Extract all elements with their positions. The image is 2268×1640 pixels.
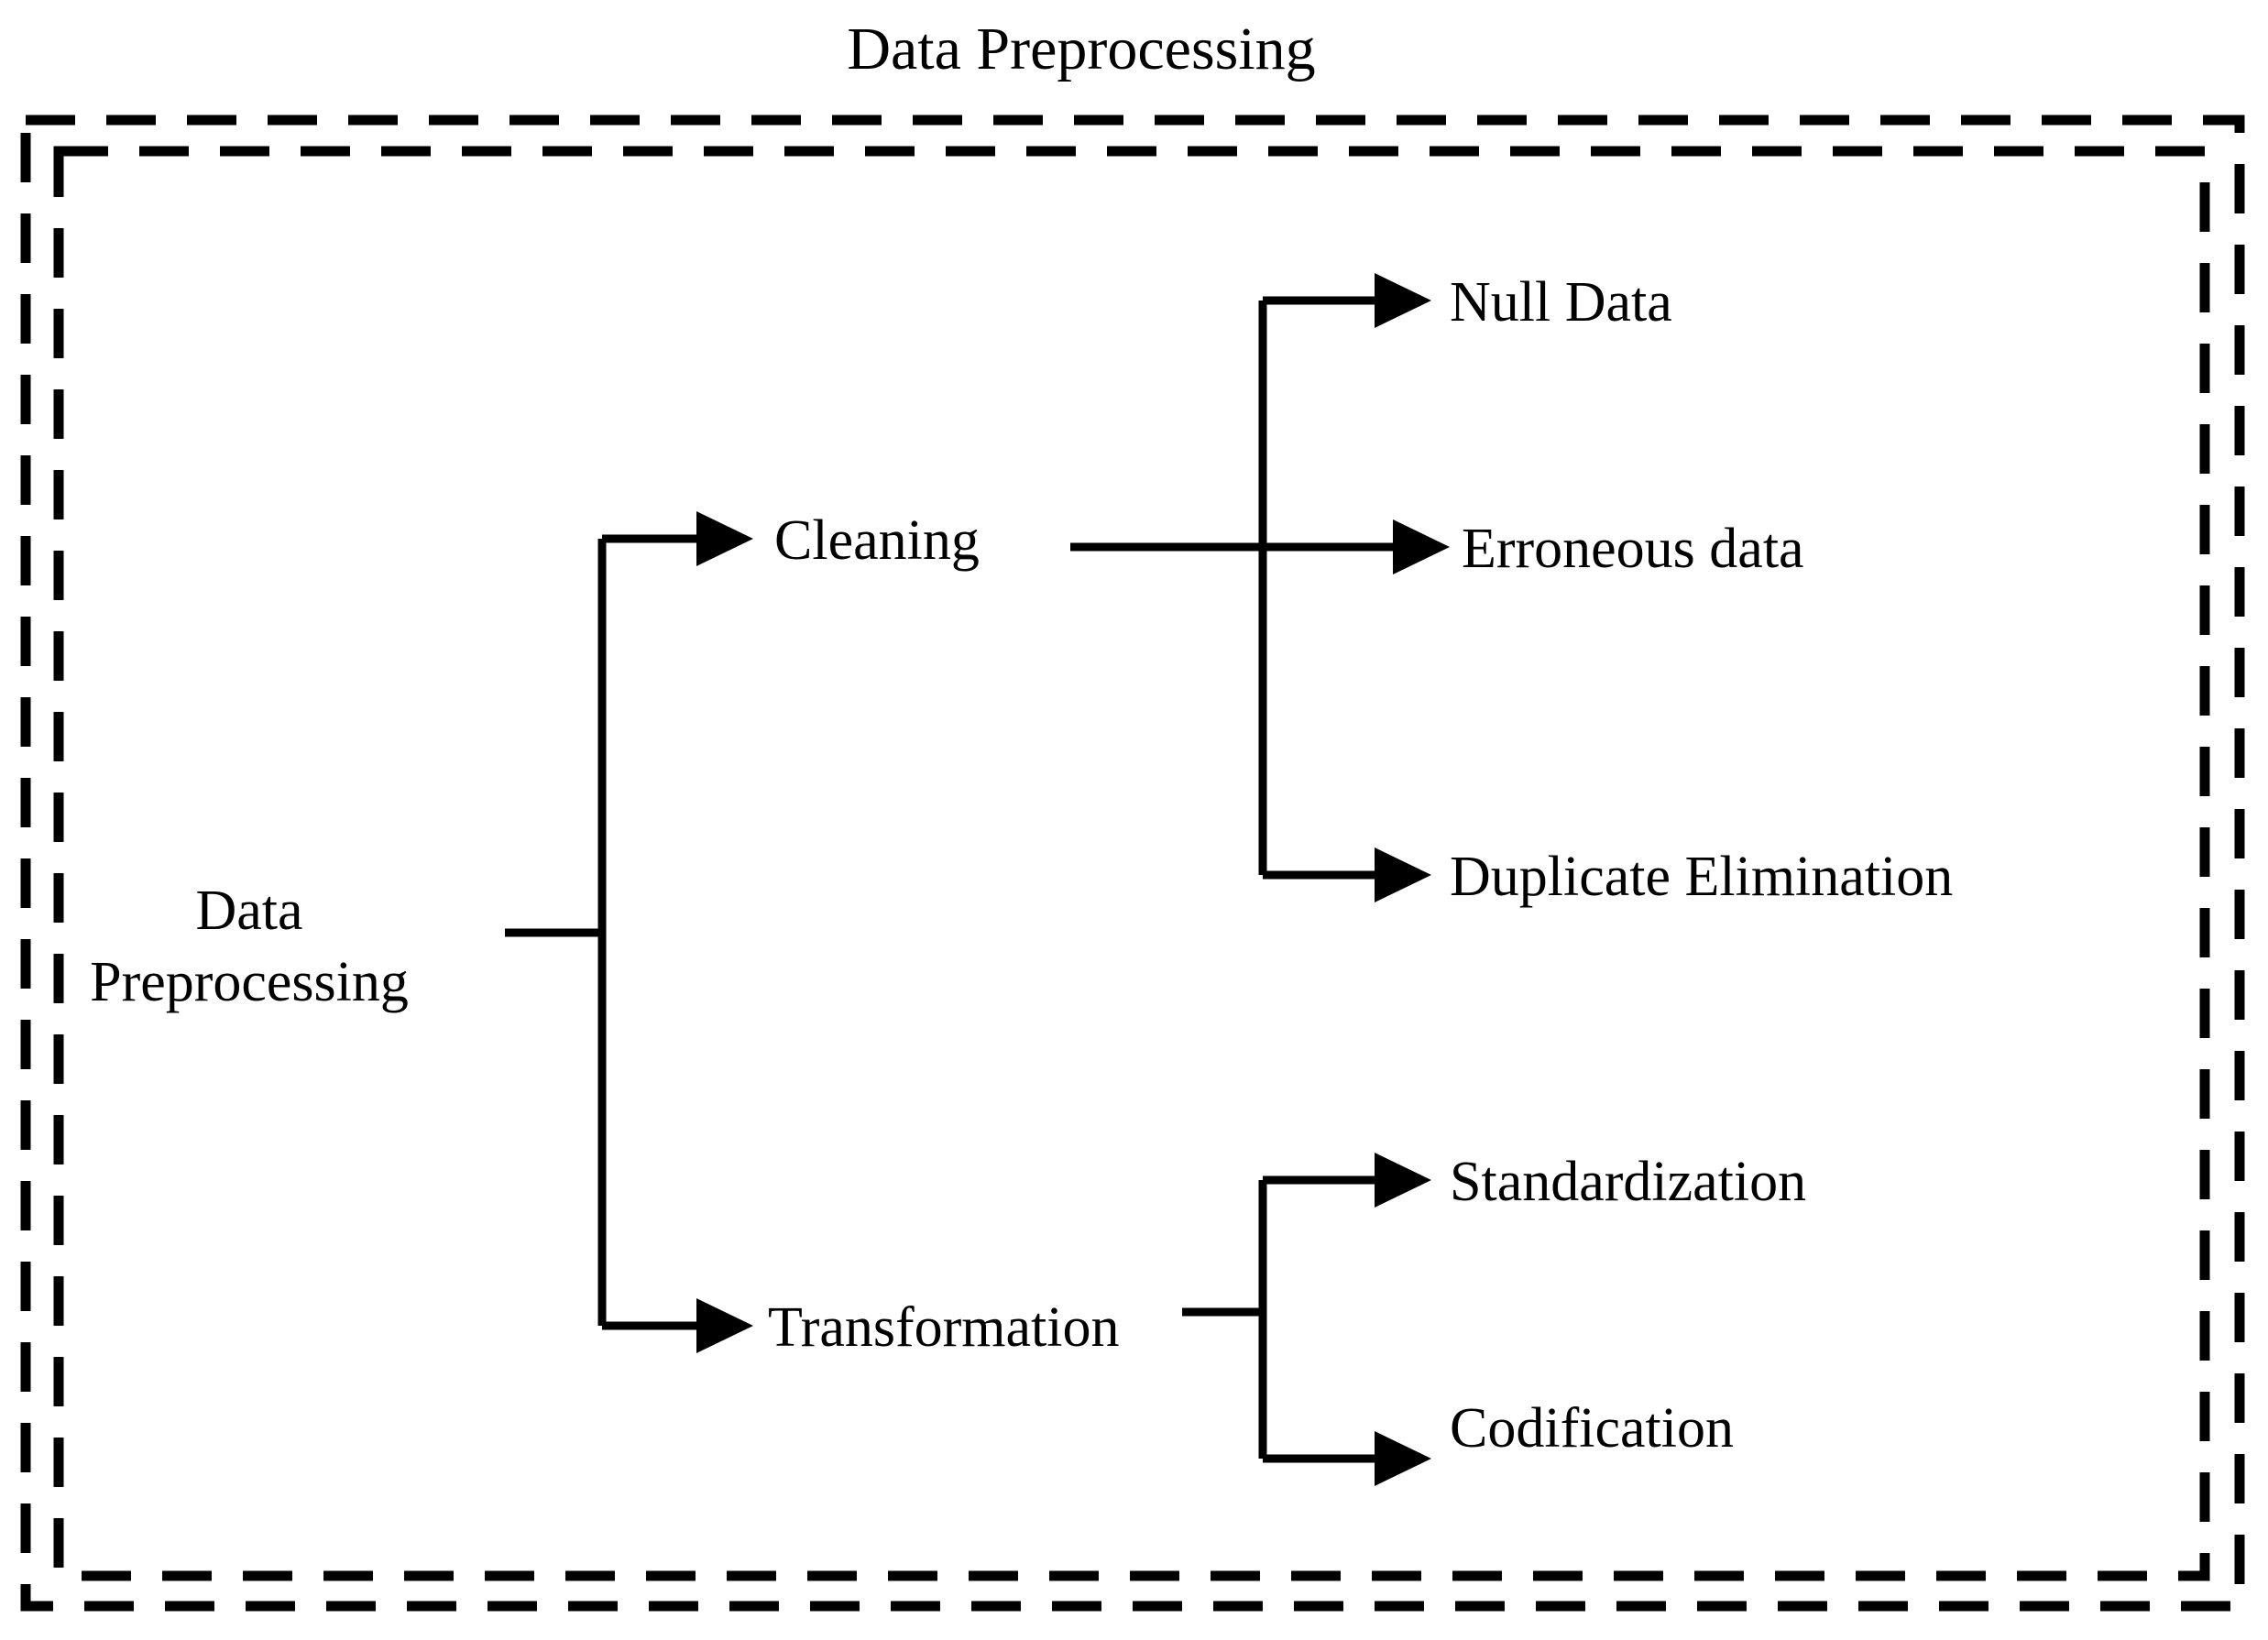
node-cleaning-label: Cleaning xyxy=(774,509,980,572)
node-duplicate-elimination-label: Duplicate Elimination xyxy=(1450,846,1953,908)
root-node-label-line1: Data xyxy=(195,880,302,942)
outer-dashed-frame xyxy=(20,115,2245,1612)
arrowhead-standardization xyxy=(1375,1153,1431,1208)
root-node-label-line2: Preprocessing xyxy=(90,951,409,1013)
arrowhead-cleaning xyxy=(696,511,753,566)
arrowhead-codification xyxy=(1375,1431,1431,1486)
arrowhead-erroneous-data xyxy=(1393,519,1450,574)
arrowhead-transformation xyxy=(696,1298,753,1353)
node-codification-label: Codification xyxy=(1450,1397,1734,1460)
node-standardization-label: Standardization xyxy=(1450,1151,1806,1213)
diagram-title: Data Preprocessing xyxy=(847,16,1315,82)
node-transformation-label: Transformation xyxy=(768,1296,1119,1359)
inner-dashed-frame xyxy=(53,146,2210,1581)
arrowhead-null-data xyxy=(1375,273,1431,328)
node-erroneous-data-label: Erroneous data xyxy=(1462,518,1804,580)
arrowhead-duplicate-elimination xyxy=(1375,847,1431,902)
node-null-data-label: Null Data xyxy=(1450,271,1672,333)
